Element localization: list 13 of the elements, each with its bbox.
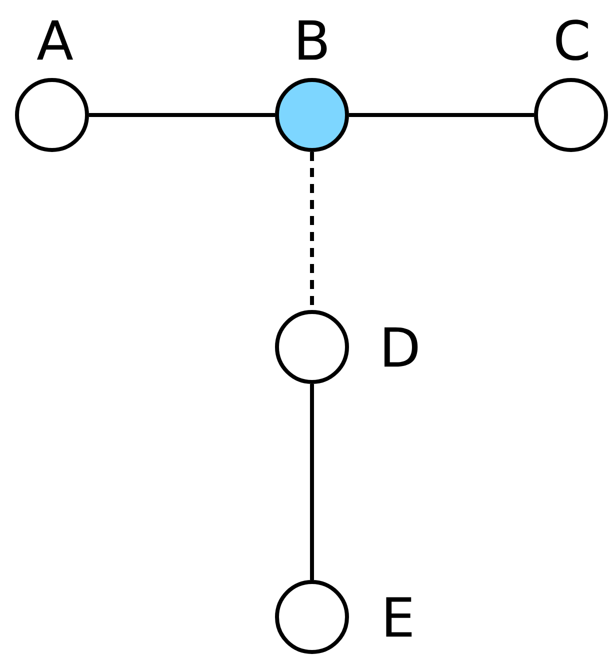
circle-node (275, 78, 349, 152)
circle-node (534, 78, 608, 152)
node-label: D (384, 327, 418, 367)
node-label: C (556, 20, 588, 60)
circle-node (15, 78, 89, 152)
line (310, 384, 314, 580)
node-label: A (36, 20, 74, 60)
line (89, 113, 275, 117)
line (349, 113, 534, 117)
circle-node (275, 310, 349, 384)
circle-node (275, 580, 349, 654)
node-label: E (386, 597, 412, 637)
node-label: B (298, 20, 327, 60)
